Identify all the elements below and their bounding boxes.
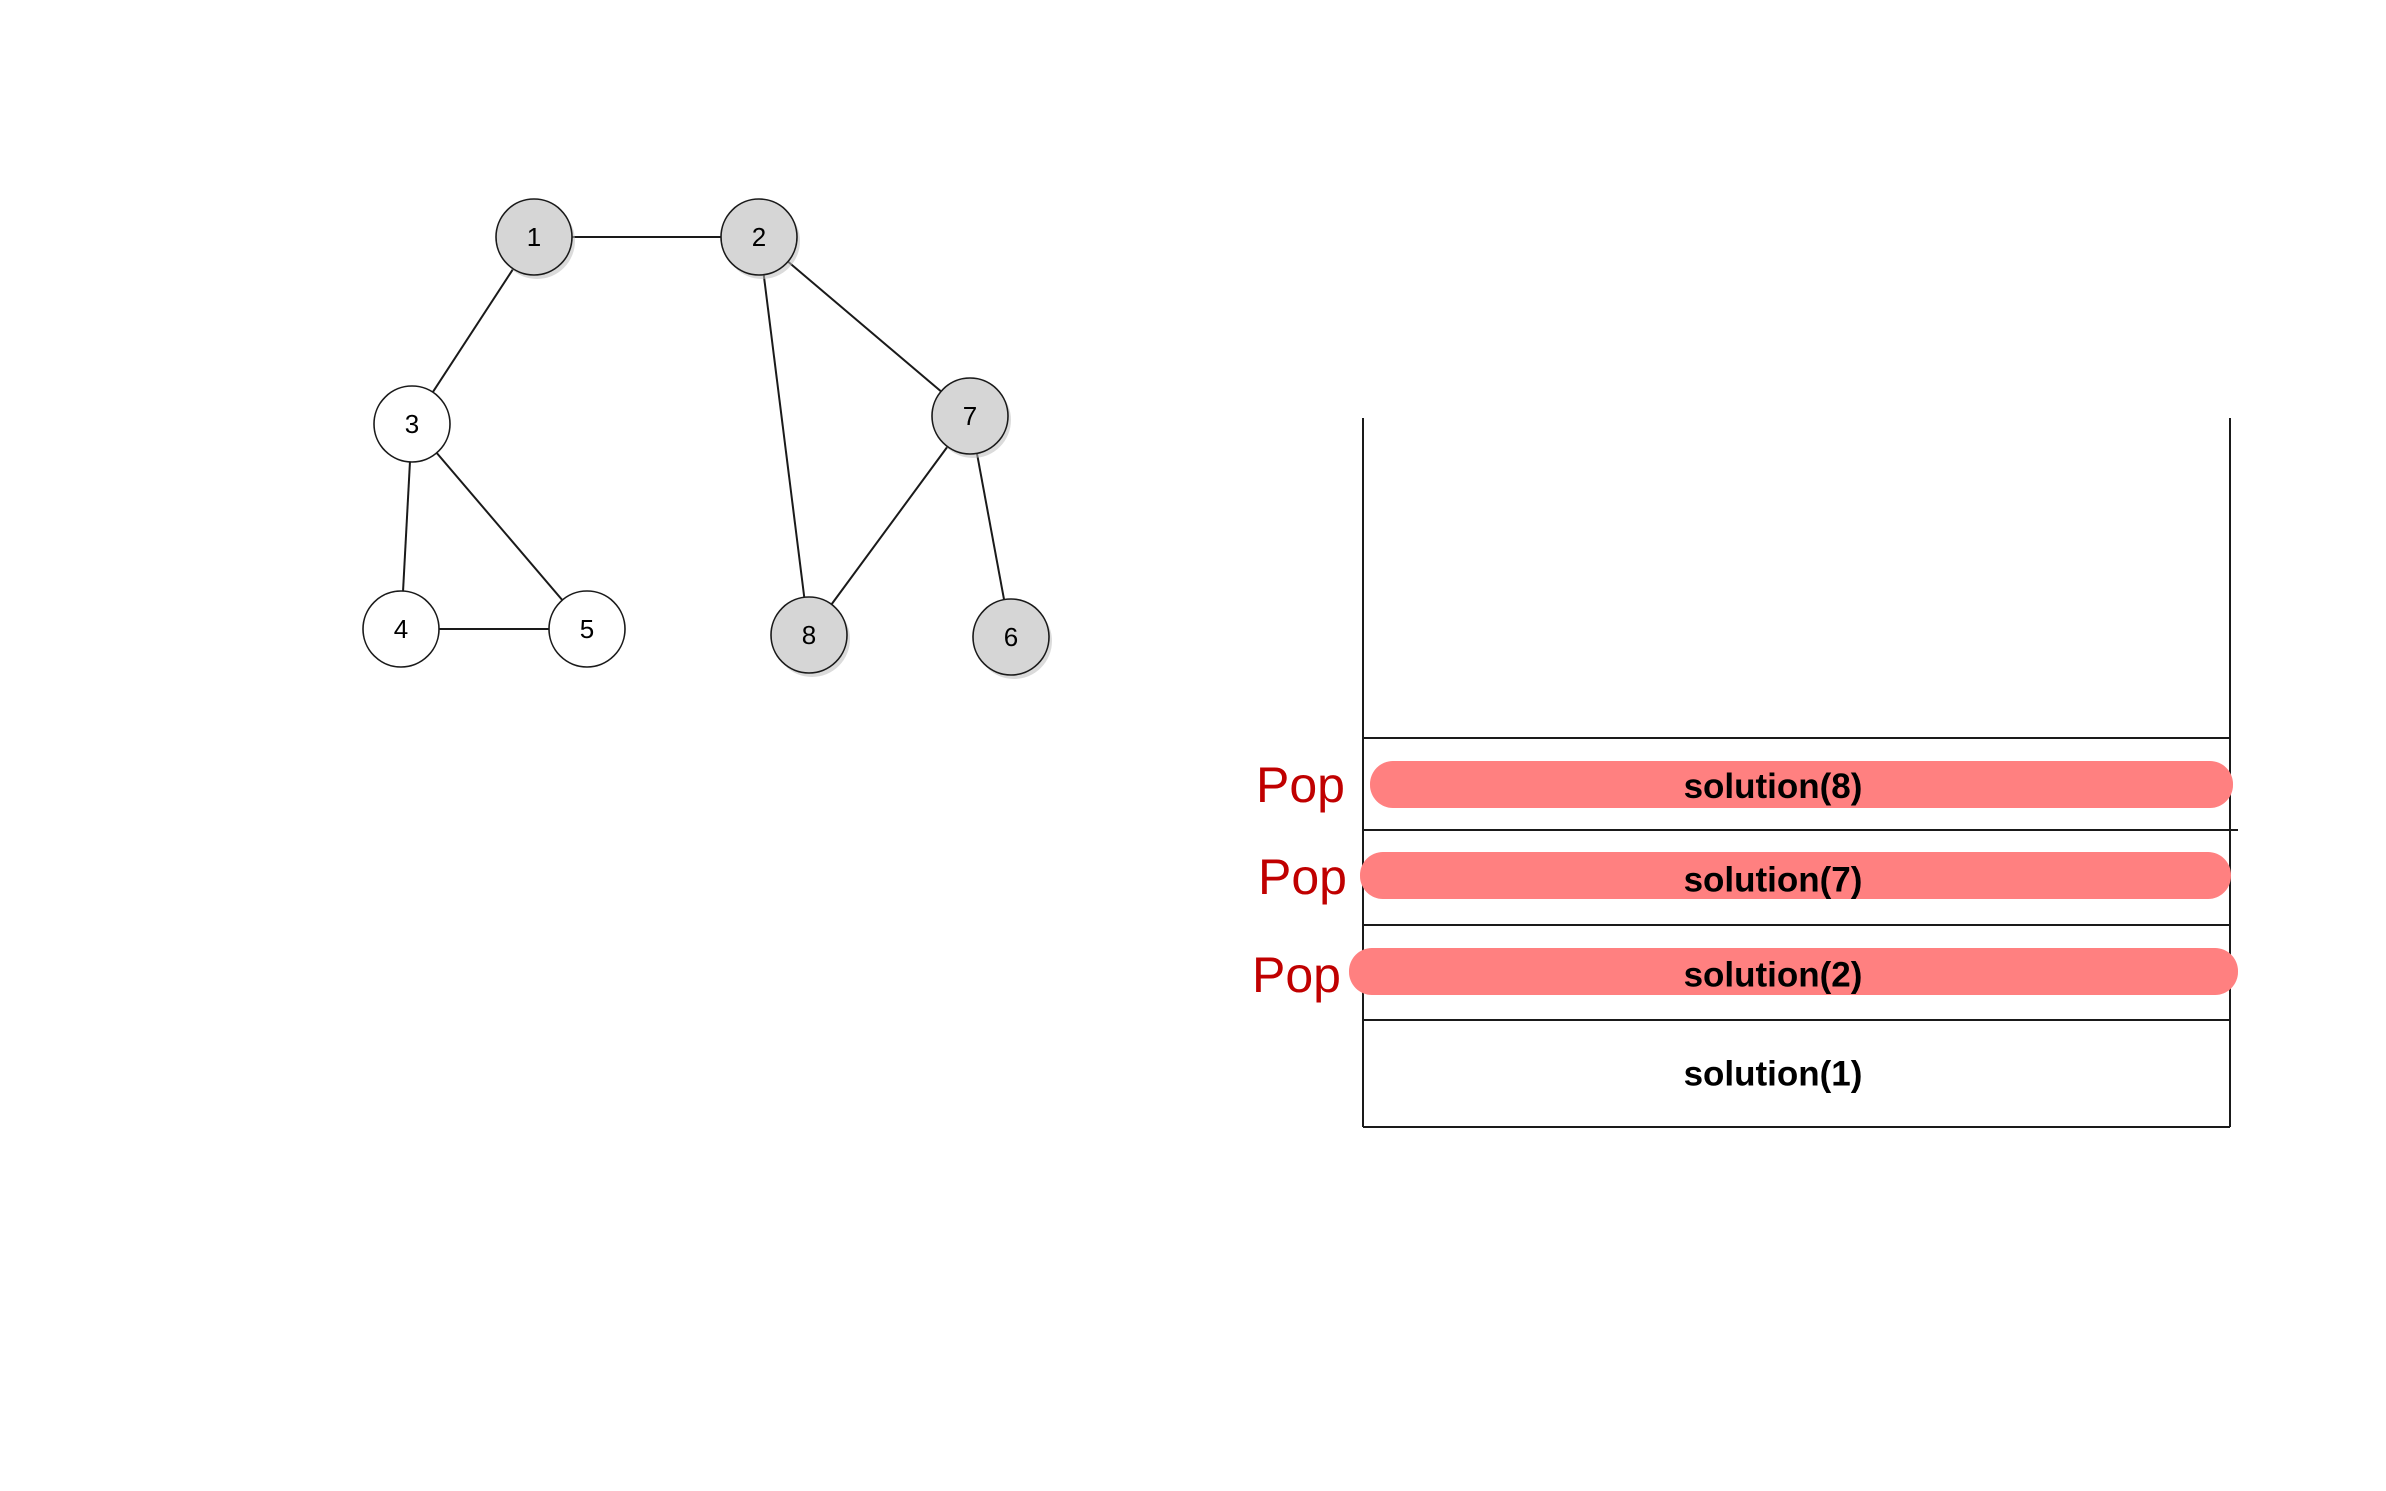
node-7: 7 bbox=[931, 377, 1011, 458]
pop-label: Pop bbox=[1258, 849, 1347, 905]
node-label: 7 bbox=[963, 401, 977, 431]
node-circle bbox=[720, 198, 798, 276]
node-circle bbox=[362, 590, 440, 668]
node-label: 2 bbox=[752, 222, 766, 252]
node-4: 4 bbox=[362, 590, 440, 668]
edge-1-3 bbox=[431, 268, 515, 393]
pop-highlight bbox=[1349, 948, 2238, 995]
node-circle bbox=[931, 377, 1009, 455]
stack-frame: solution(1) bbox=[1363, 1019, 2230, 1094]
node-label: 5 bbox=[580, 614, 594, 644]
graph-edges bbox=[402, 236, 1006, 630]
node-2: 2 bbox=[720, 198, 800, 279]
edge-2-7 bbox=[787, 260, 942, 393]
frame-label: solution(7) bbox=[1684, 861, 1863, 900]
edge-2-8 bbox=[762, 274, 806, 598]
node-label: 1 bbox=[527, 222, 541, 252]
stack-frames: Pop solution(8) Pop solution(7) Pop solution(… bbox=[1252, 737, 2238, 1094]
stack-frame: Pop solution(7) bbox=[1258, 829, 2238, 905]
node-1: 1 bbox=[495, 198, 575, 279]
node-circle bbox=[770, 596, 848, 674]
node-circle bbox=[495, 198, 573, 276]
pop-label: Pop bbox=[1252, 947, 1341, 1003]
stack-frame: Pop solution(8) bbox=[1256, 737, 2233, 813]
node-circle bbox=[373, 385, 451, 463]
pop-highlight bbox=[1370, 761, 2233, 808]
frame-label: solution(8) bbox=[1684, 767, 1863, 806]
frame-label: solution(1) bbox=[1684, 1055, 1863, 1094]
node-8: 8 bbox=[770, 596, 850, 677]
node-5: 5 bbox=[548, 590, 626, 668]
edge-3-5 bbox=[435, 452, 564, 601]
stack-frame: Pop solution(2) bbox=[1252, 924, 2238, 1003]
edge-3-4 bbox=[402, 461, 411, 592]
pop-label: Pop bbox=[1256, 757, 1345, 813]
node-6: 6 bbox=[972, 598, 1052, 679]
node-label: 3 bbox=[405, 409, 419, 439]
node-label: 4 bbox=[394, 614, 408, 644]
node-circle bbox=[972, 598, 1050, 676]
frame-label: solution(2) bbox=[1684, 956, 1863, 995]
edge-7-6 bbox=[975, 453, 1006, 600]
graph: 1 2 3 4 5 7 8 6 bbox=[362, 198, 1052, 679]
pop-highlight bbox=[1360, 852, 2231, 899]
node-circle bbox=[548, 590, 626, 668]
node-3: 3 bbox=[373, 385, 451, 463]
node-label: 6 bbox=[1004, 622, 1018, 652]
call-stack: Pop solution(8) Pop solution(7) Pop solution(… bbox=[1252, 418, 2238, 1128]
graph-nodes: 1 2 3 4 5 7 8 6 bbox=[362, 198, 1052, 679]
edge-7-8 bbox=[830, 446, 949, 605]
node-label: 8 bbox=[802, 620, 816, 650]
